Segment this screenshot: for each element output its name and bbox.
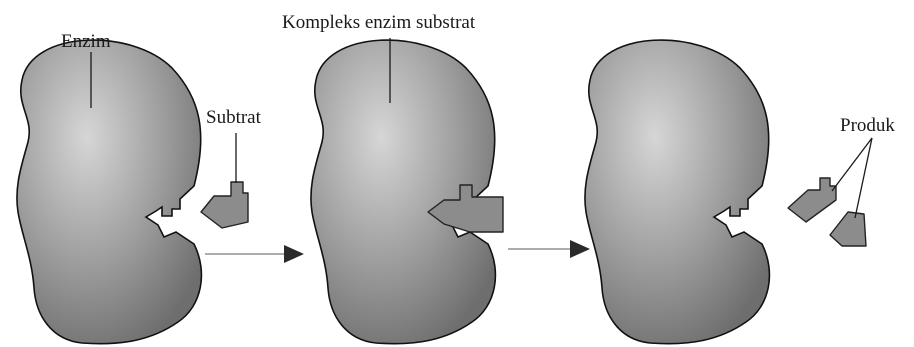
product-piece-2: [830, 212, 866, 246]
reaction-arrow-2: [508, 240, 590, 258]
substrate-label: Subtrat: [206, 107, 262, 128]
reaction-arrow-1: [205, 245, 304, 263]
substrate-piece: [201, 182, 248, 228]
product-piece-1: [788, 178, 836, 222]
product-label: Produk: [840, 115, 895, 136]
enzyme-label: Enzim: [61, 31, 111, 52]
enzyme-3: [585, 40, 770, 344]
enzyme-1: [17, 40, 202, 344]
complex-label: Kompleks enzim substrat: [282, 12, 476, 33]
